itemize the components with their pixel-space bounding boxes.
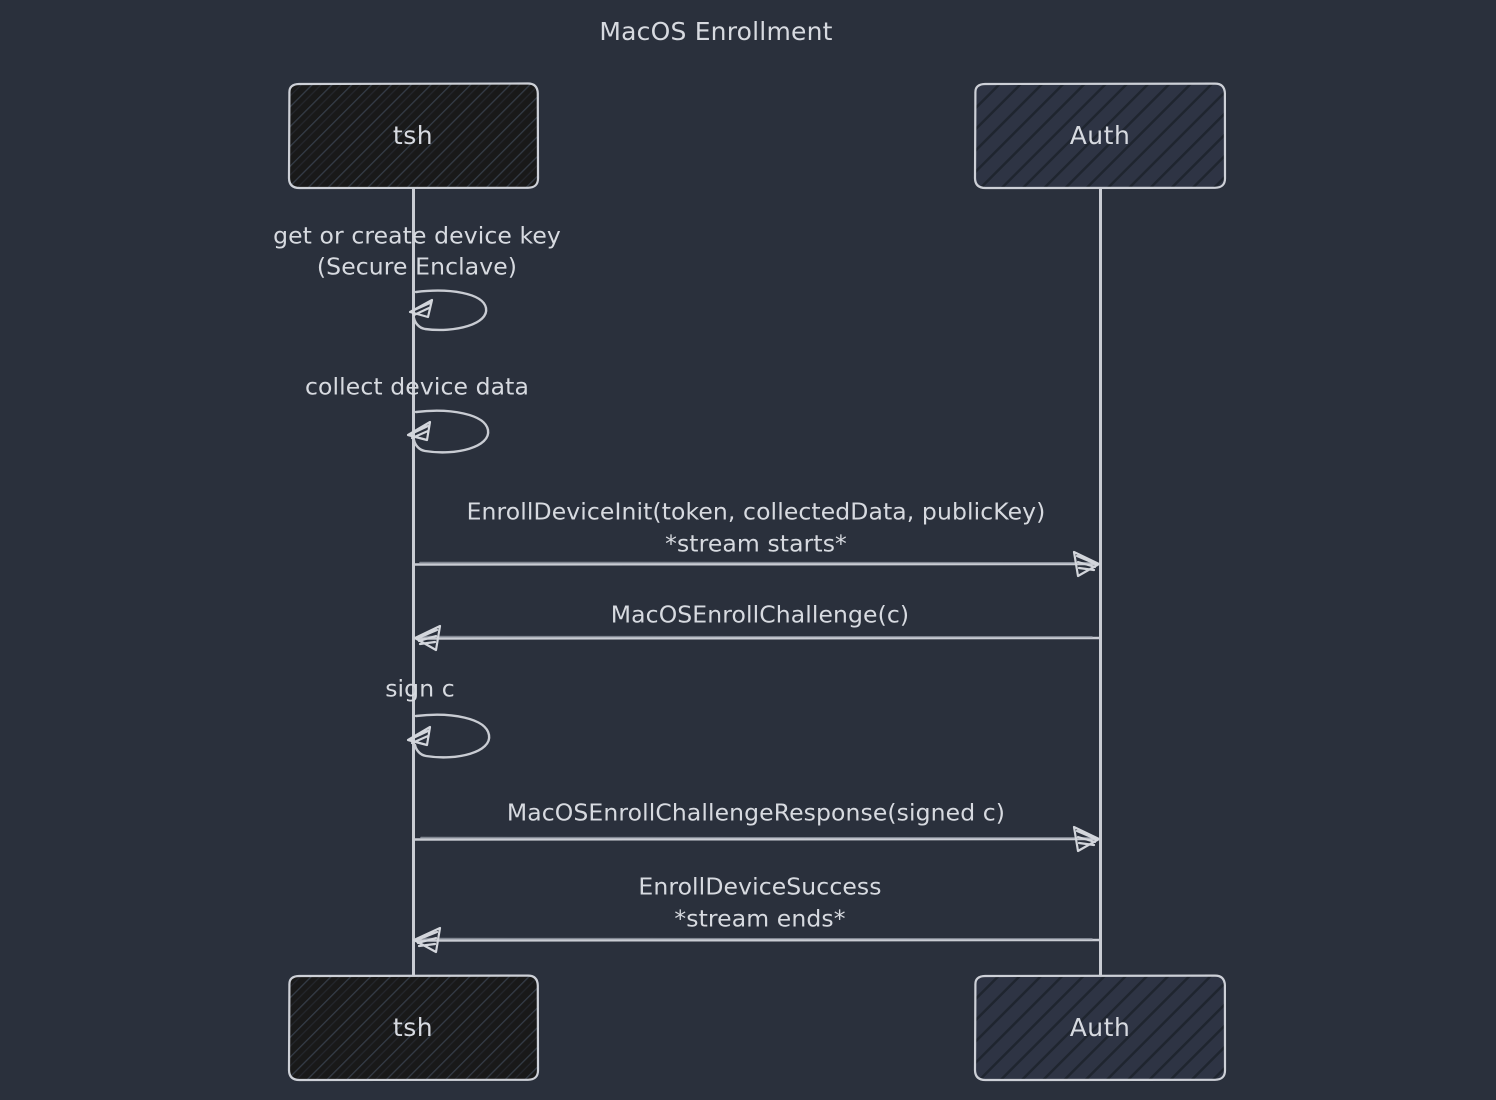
- message-6-line: [412, 837, 1100, 841]
- actor-box-tsh-bottom[interactable]: tsh: [287, 974, 540, 1082]
- actor-label-auth-top: Auth: [1070, 121, 1131, 150]
- message-4-line: [414, 636, 1101, 640]
- message-7-line: [414, 938, 1101, 942]
- message-3-enroll-device-init[interactable]: EnrollDeviceInit(token, collectedData, p…: [412, 498, 1101, 578]
- actor-box-auth-top[interactable]: Auth: [973, 82, 1227, 190]
- message-2-label-line-1: collect device data: [305, 373, 529, 401]
- message-6-label-line-1: MacOSEnrollChallengeResponse(signed c): [507, 799, 1005, 827]
- message-4-arrowhead: [413, 624, 442, 652]
- message-2-arrowhead: [406, 420, 432, 442]
- message-3-label-line-1: EnrollDeviceInit(token, collectedData, p…: [467, 498, 1046, 526]
- message-3-arrowhead: [1072, 550, 1101, 578]
- actor-box-auth-bottom-fill: [975, 975, 1225, 1080]
- message-6-arrowhead: [1072, 825, 1101, 853]
- actor-label-tsh-bottom: tsh: [393, 1013, 433, 1042]
- actor-label-tsh-top: tsh: [393, 121, 433, 150]
- actor-box-tsh-top[interactable]: tsh: [287, 82, 540, 190]
- message-7-label-line-1: EnrollDeviceSuccess: [638, 873, 881, 901]
- message-4-label-line-1: MacOSEnrollChallenge(c): [611, 601, 909, 629]
- message-3-label-line-2: *stream starts*: [665, 530, 847, 558]
- message-1-label-line-2: (Secure Enclave): [317, 253, 517, 281]
- message-2-self-collect-device-data[interactable]: collect device data: [305, 373, 529, 454]
- message-5-self-sign-c[interactable]: sign c: [385, 675, 491, 759]
- message-1-label-line-1: get or create device key: [273, 222, 561, 250]
- message-7-arrowhead: [412, 926, 442, 954]
- actor-box-tsh-top-fill: [289, 83, 538, 188]
- message-1-self-loop: [412, 289, 488, 332]
- message-5-arrowhead: [406, 725, 432, 747]
- message-5-label-line-1: sign c: [385, 675, 455, 703]
- message-2-self-loop: [412, 409, 490, 454]
- actor-box-auth-bottom[interactable]: Auth: [973, 974, 1227, 1082]
- lifelines-group: [412, 186, 1102, 980]
- message-1-self-get-or-create-device-key[interactable]: get or create device key (Secure Enclave…: [273, 222, 561, 332]
- actor-label-auth-bottom: Auth: [1070, 1013, 1131, 1042]
- message-4-macos-enroll-challenge[interactable]: MacOSEnrollChallenge(c): [413, 601, 1101, 652]
- actor-box-auth-top-fill: [975, 83, 1225, 188]
- actor-box-auth-bottom-border: [973, 974, 1227, 1082]
- message-7-label-line-2: *stream ends*: [674, 905, 845, 933]
- message-6-macos-enroll-challenge-response[interactable]: MacOSEnrollChallengeResponse(signed c): [412, 799, 1101, 853]
- actor-box-tsh-bottom-fill: [289, 975, 538, 1080]
- message-7-enroll-device-success[interactable]: EnrollDeviceSuccess *stream ends*: [412, 873, 1101, 954]
- actor-box-auth-top-border: [973, 82, 1227, 190]
- message-3-line: [412, 562, 1100, 566]
- message-1-arrowhead: [408, 298, 434, 319]
- actor-box-tsh-top-border: [287, 82, 540, 190]
- actor-box-tsh-bottom-border: [287, 974, 540, 1082]
- message-5-self-loop: [413, 713, 491, 759]
- page-title: MacOS Enrollment: [599, 17, 832, 46]
